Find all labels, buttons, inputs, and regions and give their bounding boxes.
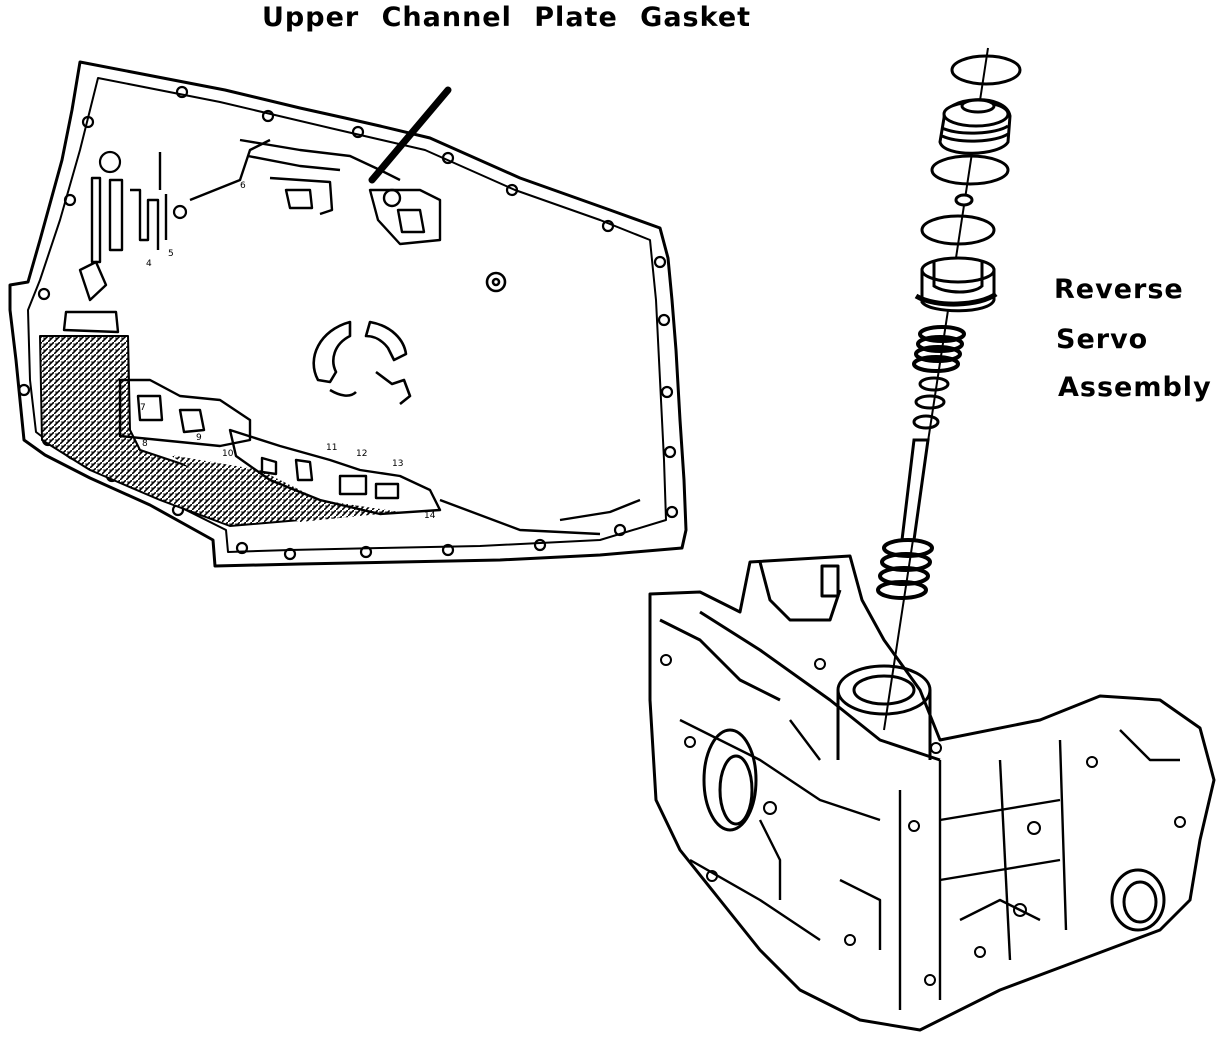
- callout-9: 9: [196, 433, 202, 443]
- case-bolt-holes: [660, 654, 1186, 986]
- gasket-channels-left: [62, 138, 271, 334]
- case-top-deck: [699, 610, 941, 762]
- gasket-center-hub: [312, 271, 507, 406]
- case-ribs: [679, 718, 1180, 1010]
- transaxle-case: [648, 554, 1216, 1032]
- case-servo-bore: [836, 664, 932, 760]
- callout-8: 8: [142, 439, 148, 449]
- servo-label-line-3: Assembly: [1058, 372, 1212, 403]
- servo-piston: [914, 256, 998, 313]
- callout-4: 4: [146, 259, 152, 269]
- servo-lower-spring: [876, 538, 934, 600]
- callout-13: 13: [392, 459, 403, 469]
- servo-seal-lower: [920, 214, 996, 246]
- servo-label-line-2: Servo: [1056, 324, 1149, 355]
- callout-14: 14: [424, 511, 436, 521]
- callout-11: 11: [326, 443, 337, 453]
- callout-6: 6: [240, 181, 246, 191]
- servo-ring-2: [914, 394, 946, 410]
- gasket-channels-top: [239, 138, 442, 246]
- callout-5: 5: [168, 249, 174, 259]
- servo-label-line-1: Reverse: [1054, 274, 1184, 305]
- gasket-inner-edge: [27, 77, 667, 553]
- case-outline: [648, 554, 1216, 1032]
- gasket-leader-line: [368, 86, 452, 184]
- callout-12: 12: [356, 449, 367, 459]
- servo-apply-rod: [900, 438, 930, 542]
- gasket-outer-edge: [8, 60, 688, 568]
- gasket-channels-bottom: [118, 378, 641, 536]
- reverse-servo-assembly: [876, 47, 1022, 731]
- upper-channel-plate-gasket: [8, 60, 688, 568]
- servo-cover: [938, 98, 1012, 155]
- callout-7: 7: [140, 403, 146, 413]
- servo-ring-1: [918, 376, 950, 392]
- servo-ring-3: [912, 414, 940, 430]
- servo-seal-upper: [930, 154, 1010, 186]
- servo-snap-ring: [950, 54, 1022, 86]
- gasket-title-label: Upper Channel Plate Gasket: [262, 2, 752, 33]
- case-side-bore: [1110, 868, 1166, 932]
- gasket-callouts: 4 5 6 7 8 9 10 11 12 13 14: [140, 181, 436, 521]
- case-front-bore: [702, 728, 758, 832]
- callout-10: 10: [222, 449, 234, 459]
- servo-washer: [954, 193, 974, 207]
- servo-upper-spring: [912, 325, 966, 373]
